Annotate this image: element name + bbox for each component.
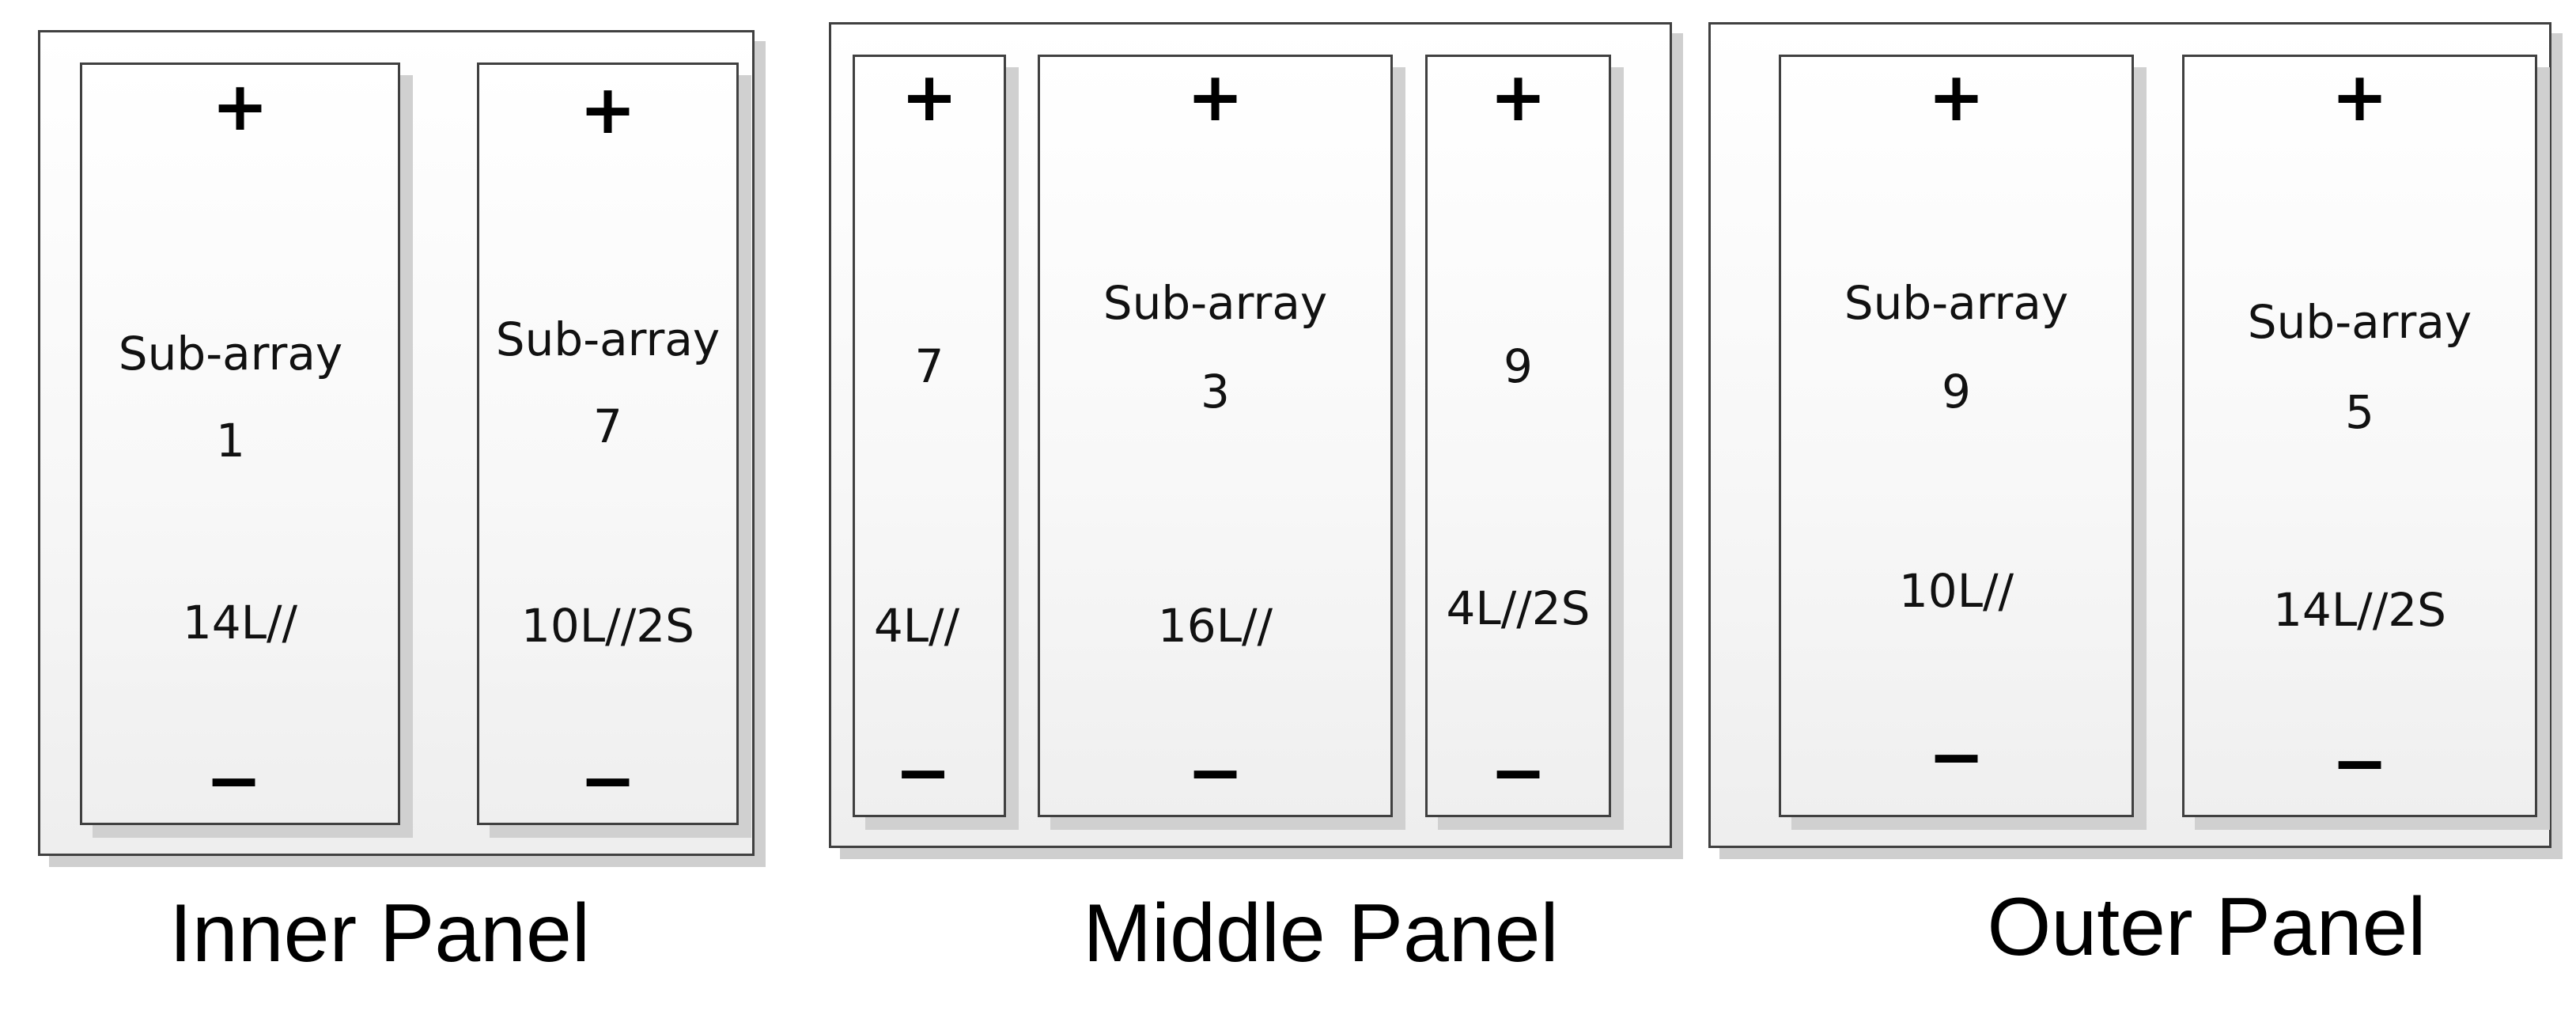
module-config: 14L//2S — [2273, 583, 2446, 637]
module-label: Sub-array — [1844, 276, 2069, 330]
inner-module-2: + Sub-array 7 10L//2S − — [477, 62, 739, 825]
negative-terminal-icon: − — [2331, 724, 2389, 803]
inner-module-1: + Sub-array 1 14L// − — [80, 62, 400, 825]
module-config: 10L//2S — [521, 599, 694, 653]
module-label: Sub-array — [1103, 276, 1328, 330]
module-number: 9 — [1942, 365, 1971, 418]
module-number: 7 — [914, 339, 944, 393]
positive-terminal-icon: + — [579, 70, 637, 150]
negative-terminal-icon: − — [1927, 718, 1985, 797]
positive-terminal-icon: + — [211, 67, 269, 146]
outer-module-1: + Sub-array 9 10L// − — [1779, 55, 2134, 817]
positive-terminal-icon: + — [1186, 58, 1244, 137]
middle-module-1: + 7 4L// − — [853, 55, 1006, 817]
middle-panel-caption: Middle Panel — [1083, 888, 1559, 979]
module-label: Sub-array — [118, 327, 343, 381]
negative-terminal-icon: − — [1186, 733, 1244, 812]
module-config: 4L//2S — [1446, 581, 1591, 635]
positive-terminal-icon: + — [1489, 58, 1547, 137]
positive-terminal-icon: + — [900, 58, 959, 137]
module-label: Sub-array — [495, 312, 721, 366]
outer-panel-caption: Outer Panel — [1987, 881, 2427, 973]
module-number: 3 — [1201, 365, 1230, 418]
module-number: 9 — [1504, 339, 1533, 393]
module-label: Sub-array — [2247, 295, 2472, 349]
negative-terminal-icon: − — [1489, 733, 1547, 812]
outer-panel: + Sub-array 9 10L// − + Sub-array 5 14L/… — [1708, 22, 2551, 848]
middle-panel: + 7 4L// − + Sub-array 3 16L// − + 9 4L/… — [829, 22, 1672, 848]
middle-module-2: + Sub-array 3 16L// − — [1038, 55, 1393, 817]
module-number: 5 — [2345, 385, 2374, 439]
module-number: 1 — [216, 414, 245, 468]
module-config: 4L// — [873, 599, 960, 653]
negative-terminal-icon: − — [205, 741, 263, 820]
module-config: 10L// — [1898, 564, 2014, 618]
module-config: 14L// — [182, 596, 298, 649]
middle-module-3: + 9 4L//2S − — [1425, 55, 1611, 817]
positive-terminal-icon: + — [1927, 58, 1985, 137]
inner-panel-caption: Inner Panel — [169, 888, 590, 979]
module-config: 16L// — [1157, 599, 1273, 653]
outer-module-2: + Sub-array 5 14L//2S − — [2182, 55, 2537, 817]
negative-terminal-icon: − — [894, 733, 952, 812]
module-number: 7 — [593, 399, 622, 453]
positive-terminal-icon: + — [2331, 58, 2389, 137]
inner-panel: + Sub-array 1 14L// − + Sub-array 7 10L/… — [38, 30, 755, 856]
negative-terminal-icon: − — [579, 741, 637, 820]
